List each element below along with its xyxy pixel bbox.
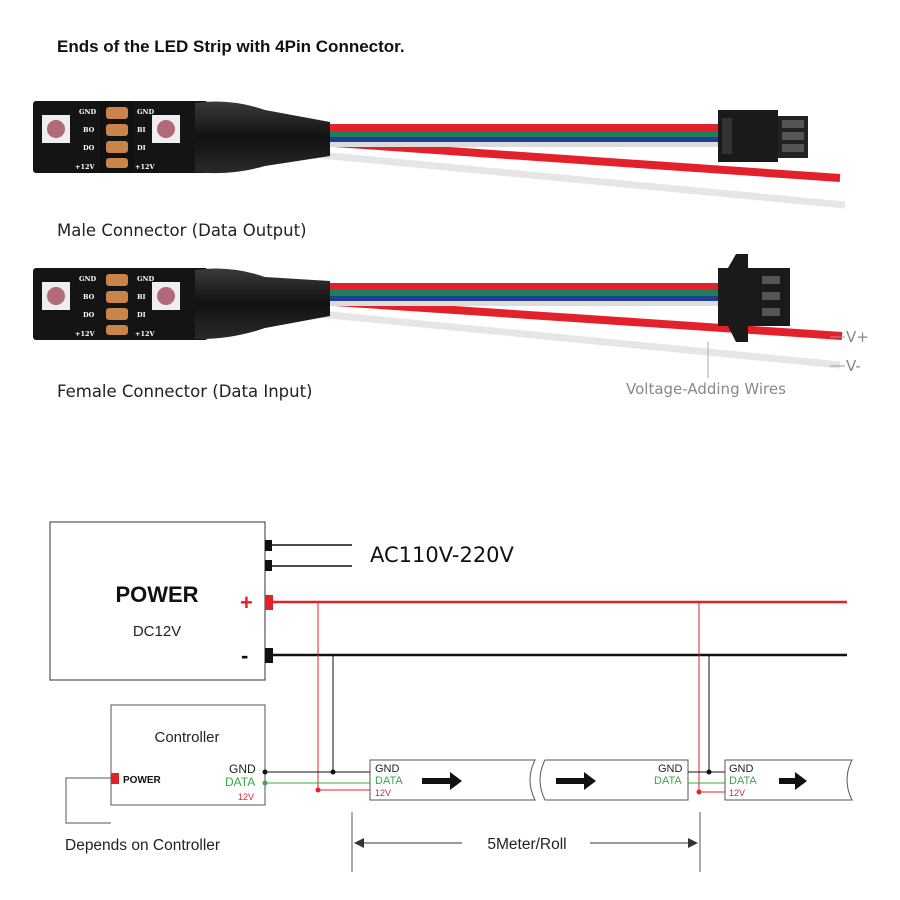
red-wire (320, 124, 720, 131)
direction-arrow-icon (422, 772, 462, 790)
dimension-arrow-right-icon (688, 838, 698, 848)
controller-data: DATA (225, 775, 255, 789)
segment-gnd: GND (658, 763, 683, 775)
solder-pad (106, 107, 128, 119)
direction-arrow-icon (556, 772, 596, 790)
controller-12v: 12V (238, 792, 254, 802)
pad-label: GND (137, 108, 154, 116)
pad-label: +12V (75, 330, 95, 338)
solder-pad (106, 308, 128, 320)
pad-label: DO (83, 311, 95, 319)
vminus-label: V- (846, 357, 861, 375)
controller-gnd: GND (229, 762, 256, 776)
female-connector-assembly: GND GND BO BI DO DI +12V +12V V+ V- Volt… (33, 254, 869, 398)
solder-pad (106, 141, 128, 153)
solder-pad (106, 291, 128, 303)
segment-data: DATA (375, 775, 403, 787)
pad-label: GND (137, 275, 154, 283)
pad-label: DI (137, 144, 146, 152)
controller-note: Depends on Controller (65, 837, 220, 854)
solder-pad (106, 325, 128, 335)
minus-terminal (265, 648, 273, 663)
green-wire (320, 290, 720, 296)
power-supply-rating: DC12V (133, 623, 181, 640)
white-wire-short (320, 142, 720, 147)
controller-box (110, 704, 266, 806)
voltage-adding-label: Voltage-Adding Wires (626, 380, 786, 398)
pad-label: +12V (75, 163, 95, 171)
segment-12v: 12V (375, 788, 391, 798)
page-title: Ends of the LED Strip with 4Pin Connecto… (57, 37, 405, 56)
red-wire-extra (319, 138, 841, 182)
solder-pad (106, 158, 128, 168)
segment-gnd: GND (375, 763, 400, 775)
controller-power-label: POWER (123, 775, 162, 786)
direction-arrow-icon (779, 772, 807, 790)
plus-terminal (265, 595, 273, 610)
cable-sheath (195, 101, 330, 174)
solder-pad (106, 124, 128, 136)
pad-label: BO (83, 126, 95, 134)
pad-label: GND (79, 108, 96, 116)
male-connector-label: Male Connector (Data Output) (57, 221, 307, 240)
segment-gnd: GND (729, 763, 754, 775)
blue-wire (320, 137, 720, 142)
red-wire (320, 283, 720, 290)
male-connector-assembly: GND GND BO BI DO DI +12V +12V (33, 101, 846, 209)
pad-label: BI (137, 293, 146, 301)
segment-12v: 12V (729, 788, 745, 798)
pad-label: DO (83, 144, 95, 152)
green-wire (320, 131, 720, 137)
pad-label: BO (83, 293, 95, 301)
solder-pad (106, 274, 128, 286)
red-wire-extra (319, 297, 843, 340)
controller-title: Controller (154, 729, 219, 746)
pad-label: BI (137, 126, 146, 134)
dimension-arrow-left-icon (354, 838, 364, 848)
segment-data: DATA (654, 775, 682, 787)
segment-data: DATA (729, 775, 757, 787)
ac-terminal (265, 540, 272, 551)
blue-wire (320, 296, 720, 301)
pad-label: GND (79, 275, 96, 283)
vplus-label: V+ (846, 328, 869, 346)
minus-sign: - (241, 643, 248, 668)
ac-input-label: AC110V-220V (370, 543, 515, 567)
ac-terminal (265, 560, 272, 571)
controller-power-line (65, 777, 111, 824)
pad-label: +12V (135, 163, 155, 171)
controller-power-terminal (111, 773, 119, 784)
plus-sign: + (240, 590, 253, 615)
cable-sheath (195, 268, 330, 340)
power-supply-title: POWER (115, 582, 198, 607)
pad-label: +12V (135, 330, 155, 338)
female-connector-label: Female Connector (Data Input) (57, 382, 313, 401)
white-wire-short (320, 301, 720, 306)
white-wire (319, 151, 846, 209)
strip-segment (539, 759, 689, 801)
white-wire (319, 310, 841, 369)
roll-length-label: 5Meter/Roll (487, 836, 566, 853)
pad-label: DI (137, 311, 146, 319)
